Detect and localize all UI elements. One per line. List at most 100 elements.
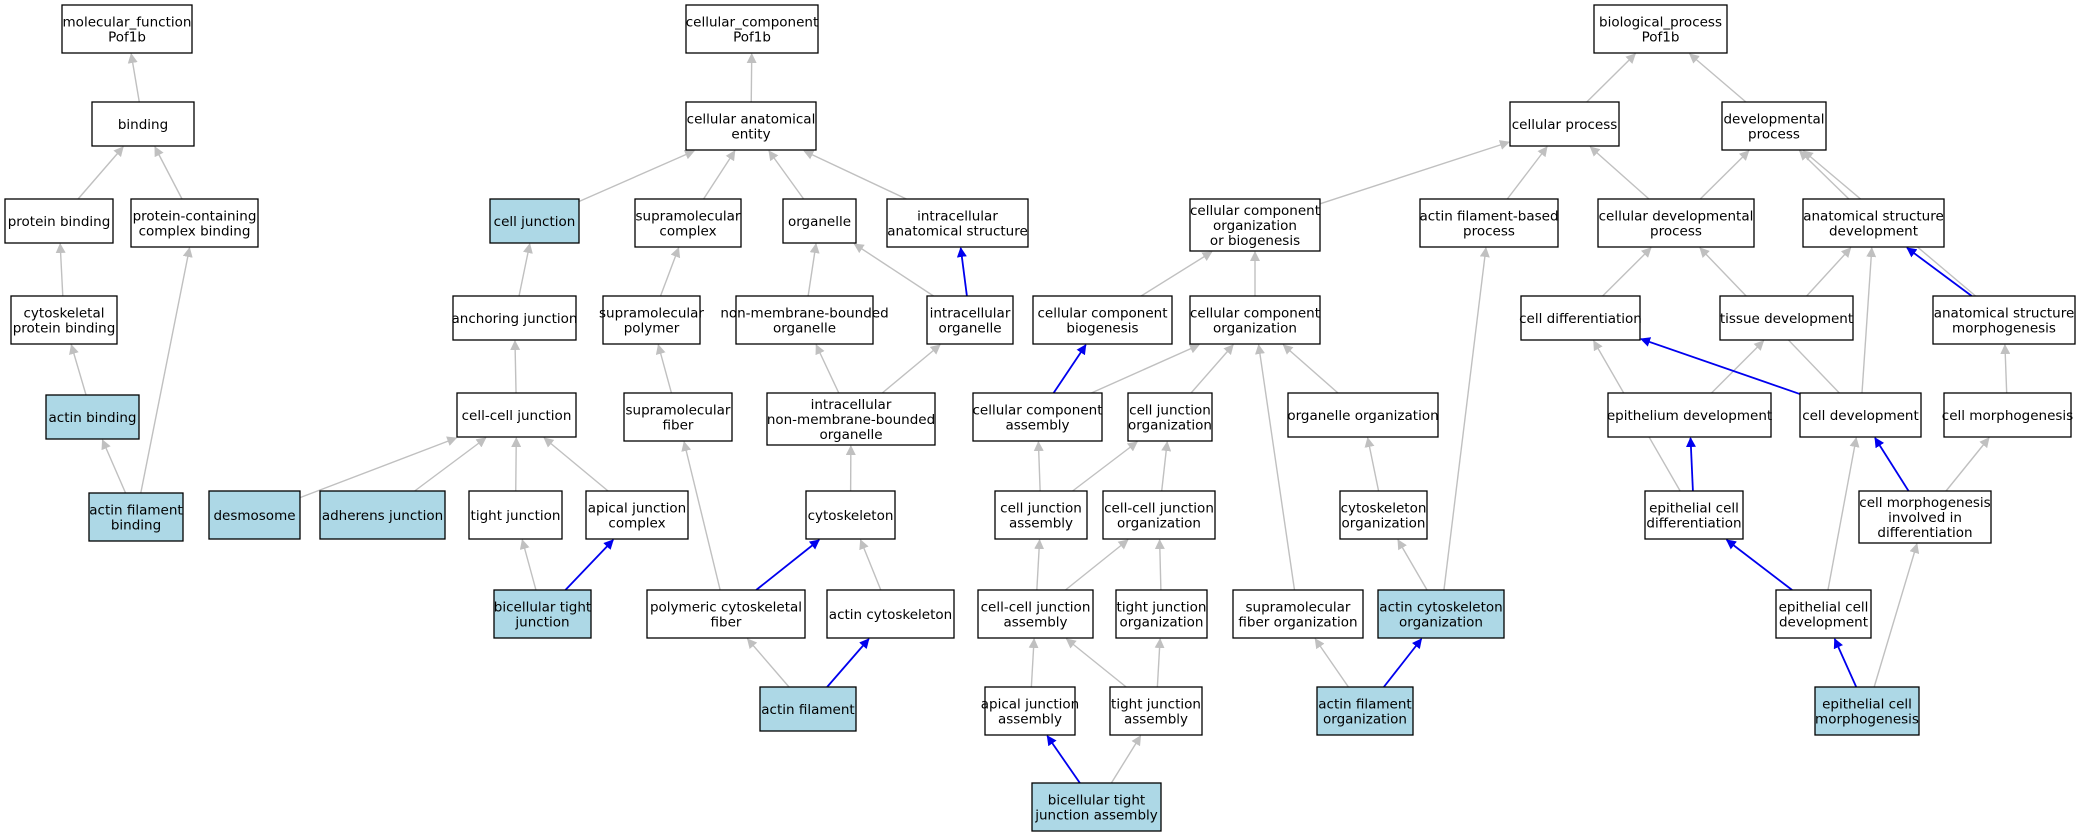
node-box bbox=[1932, 295, 2076, 345]
node-label-line: junction assembly bbox=[1034, 808, 1158, 824]
node-tight-j[interactable]: tight junction bbox=[468, 490, 563, 540]
node-label-line: tight junction bbox=[471, 508, 561, 524]
edge-tjo-to-ccjo bbox=[1154, 539, 1165, 591]
node-label-line: developmental bbox=[1723, 112, 1824, 128]
node-cell-morph[interactable]: cell morphogenesis bbox=[1942, 392, 2073, 438]
edge-supra_complex-to-cae bbox=[703, 150, 736, 200]
node-label-line: desmosome bbox=[213, 508, 295, 524]
node-label-line: protein binding bbox=[13, 321, 116, 337]
node-label-line: entity bbox=[731, 127, 770, 143]
node-label-line: epithelial cell bbox=[1649, 501, 1739, 517]
node-box bbox=[1339, 490, 1428, 540]
node-label-line: actin filament bbox=[89, 503, 182, 519]
node-box bbox=[1032, 295, 1173, 345]
node-ccj[interactable]: cell-cell junction bbox=[456, 392, 577, 438]
node-label-line: cell morphogenesis bbox=[1859, 495, 1990, 511]
edge-asd-to-dev_proc bbox=[1798, 150, 1850, 200]
node-box bbox=[4, 198, 114, 244]
node-cell-dev[interactable]: cell development bbox=[1799, 392, 1922, 438]
node-epi-dev[interactable]: epithelium development bbox=[1607, 392, 1772, 438]
edge-actin_fil-to-pcf bbox=[746, 638, 790, 688]
edge-pcf-to-cytoskeleton bbox=[755, 539, 820, 591]
node-box bbox=[1419, 198, 1559, 248]
edge-tight_j-to-ccj bbox=[511, 437, 522, 492]
node-label-line: actin cytoskeleton bbox=[1379, 600, 1502, 616]
node-box bbox=[1102, 490, 1216, 540]
node-label-line: assembly bbox=[1005, 418, 1069, 434]
node-cytoskeleton[interactable]: cytoskeleton bbox=[805, 490, 896, 540]
node-adherens[interactable]: adherens junction bbox=[319, 490, 446, 540]
node-label-line: epithelial cell bbox=[1779, 600, 1869, 616]
node-box bbox=[45, 394, 140, 440]
edge-cell_junction-to-cae bbox=[578, 150, 695, 203]
node-desmosome[interactable]: desmosome bbox=[208, 490, 301, 540]
node-box bbox=[319, 490, 446, 540]
node-cell-proc[interactable]: cellular process bbox=[1509, 101, 1620, 147]
node-actin-cyto[interactable]: actin cytoskeleton bbox=[826, 589, 955, 639]
edge-layer bbox=[55, 53, 2011, 784]
node-actin-binding[interactable]: actin binding bbox=[45, 394, 140, 440]
node-tissue-dev[interactable]: tissue development bbox=[1719, 295, 1854, 341]
edge-sfo-to-cco bbox=[1255, 344, 1296, 591]
node-label-line: organization bbox=[1342, 516, 1426, 532]
node-cell-diff[interactable]: cell differentiation bbox=[1519, 295, 1642, 341]
node-anchoring[interactable]: anchoring junction bbox=[452, 295, 578, 341]
node-box bbox=[1377, 589, 1505, 639]
node-label-line: supramolecular bbox=[1245, 600, 1350, 616]
node-label-line: supramolecular bbox=[599, 306, 704, 322]
node-protein-binding[interactable]: protein binding bbox=[4, 198, 114, 244]
node-actin-fil[interactable]: actin filament bbox=[759, 686, 857, 732]
node-binding[interactable]: binding bbox=[91, 101, 195, 147]
node-cell-junction[interactable]: cell junction bbox=[489, 198, 580, 244]
node-inmbo[interactable]: intracellularnon-membrane-boundedorganel… bbox=[766, 392, 936, 446]
edge-protein_binding-to-binding bbox=[77, 146, 124, 200]
node-org-org[interactable]: organelle organization bbox=[1287, 392, 1439, 438]
node-box bbox=[1597, 198, 1755, 248]
node-label-line: Pof1b bbox=[108, 30, 146, 46]
node-organelle[interactable]: organelle bbox=[782, 198, 857, 244]
node-label-line: polymeric cytoskeletal bbox=[650, 600, 802, 616]
node-box bbox=[685, 101, 817, 151]
